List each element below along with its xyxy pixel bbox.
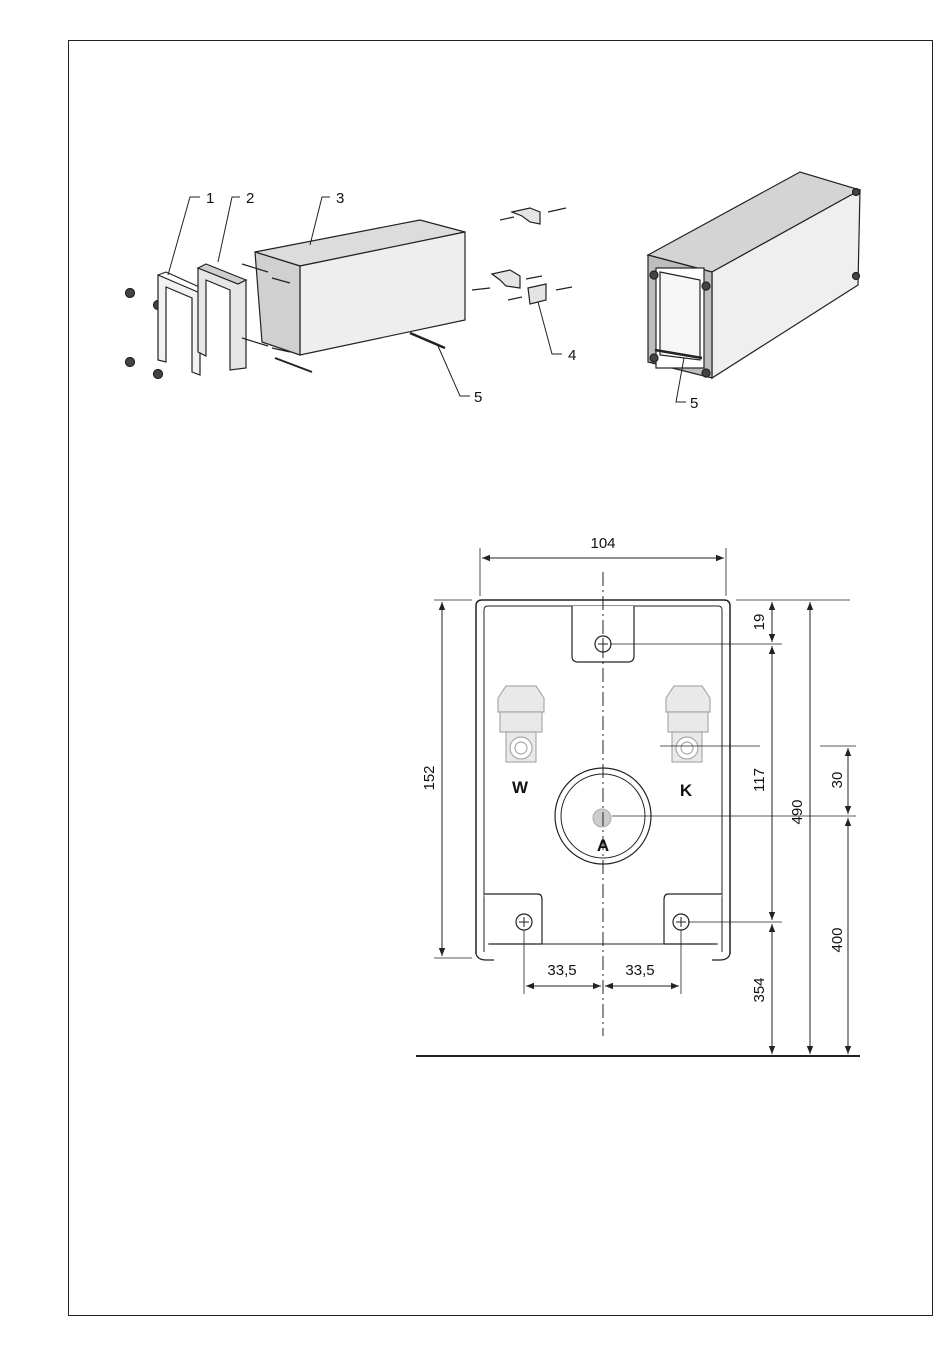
dim-19: 19 [751,614,768,631]
callout-2: 2 [246,190,254,207]
nuts [126,289,163,379]
dim-33-5-right: 33,5 [625,962,654,979]
loose-pin [275,358,312,372]
assembled-callout-5: 5 [690,395,698,412]
dim-354: 354 [751,977,768,1002]
dim-33-5-left: 33,5 [547,962,576,979]
callout-5: 5 [474,389,482,406]
part-2-gasket [198,264,246,370]
part-5-rod [410,333,445,348]
cold-water-fitting [666,686,710,762]
dim-400: 400 [829,927,846,952]
dim-height-152: 152 [421,765,438,790]
bottom-right-screw [673,914,689,930]
callout-3: 3 [336,190,344,207]
assembled-view [648,172,860,402]
dim-30: 30 [829,772,846,789]
part-4-brackets [472,208,572,304]
part-3-housing [242,220,465,355]
callout-1: 1 [206,190,214,207]
port-label-w: W [512,778,529,797]
hot-water-fitting [498,686,544,762]
callout-4: 4 [568,347,576,364]
dim-width-104: 104 [590,535,615,552]
bottom-left-screw [516,914,532,930]
dim-117: 117 [751,768,768,792]
port-label-a: A [597,836,609,855]
exploded-view [126,197,573,396]
dim-490: 490 [789,799,806,824]
port-label-k: K [680,781,693,800]
